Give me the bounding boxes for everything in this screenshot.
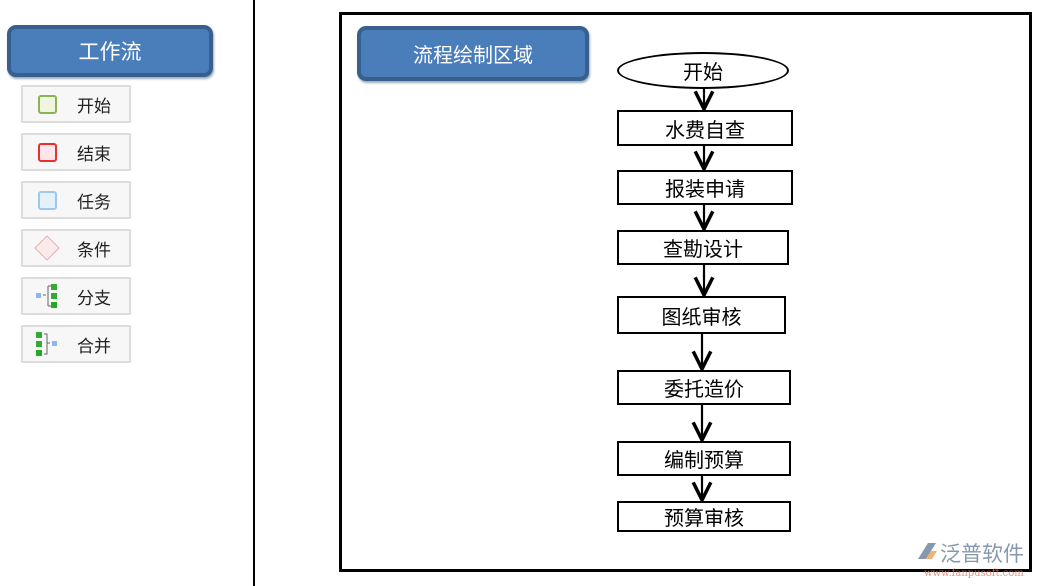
flow-node[interactable]: 图纸审核 <box>617 296 786 334</box>
start-square-icon <box>35 92 59 116</box>
flow-node[interactable]: 委托造价 <box>617 370 791 405</box>
flow-node[interactable]: 水费自查 <box>617 110 793 146</box>
flow-node-end[interactable]: 预算审核 <box>617 501 791 532</box>
end-square-icon <box>35 140 59 164</box>
tool-label: 分支 <box>77 288 111 309</box>
tool-label: 开始 <box>77 96 111 117</box>
tool-branch[interactable]: 分支 <box>21 277 131 315</box>
watermark-brand: 泛普软件 <box>940 542 1024 566</box>
merge-icon <box>35 332 59 356</box>
branch-icon <box>35 284 59 308</box>
tool-merge[interactable]: 合并 <box>21 325 131 363</box>
flow-node[interactable]: 报装申请 <box>617 170 793 205</box>
tool-label: 结束 <box>77 144 111 165</box>
tool-condition[interactable]: 条件 <box>21 229 131 267</box>
tool-task[interactable]: 任务 <box>21 181 131 219</box>
tool-label: 条件 <box>77 240 111 261</box>
watermark-url: www.fanpusoft.com <box>924 568 1024 579</box>
watermark-logo: 泛普软件 www.fanpusoft.com <box>916 538 1046 586</box>
tool-label: 合并 <box>77 336 111 357</box>
flow-node[interactable]: 编制预算 <box>617 441 791 476</box>
sidebar-title: 工作流 <box>7 25 213 77</box>
tool-start[interactable]: 开始 <box>21 85 131 123</box>
brand-logo-icon <box>918 543 937 559</box>
task-square-icon <box>35 188 59 212</box>
drawing-canvas[interactable] <box>339 12 1032 572</box>
canvas-title: 流程绘制区域 <box>357 26 589 81</box>
tool-end[interactable]: 结束 <box>21 133 131 171</box>
tool-label: 任务 <box>77 192 111 213</box>
panel-divider <box>253 0 255 586</box>
flow-node[interactable]: 查勘设计 <box>617 230 789 265</box>
flow-node-start[interactable]: 开始 <box>617 52 789 89</box>
